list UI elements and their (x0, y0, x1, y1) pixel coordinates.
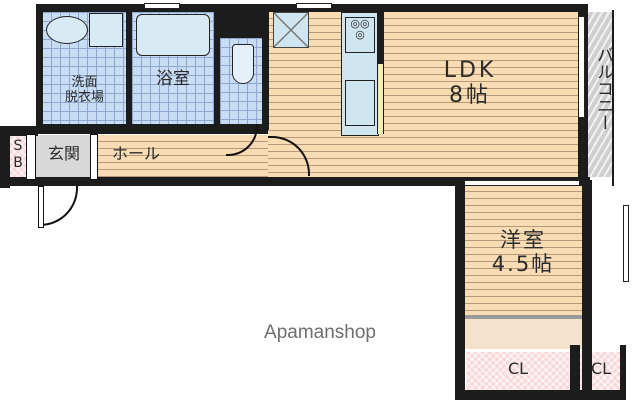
shoe-box (10, 135, 26, 177)
window-western-top (464, 180, 580, 186)
closet-1 (466, 352, 570, 390)
wall-sb-entrance (26, 134, 36, 180)
shoe-box-label: S B (13, 138, 23, 171)
entrance-door-swing (38, 186, 78, 226)
western-room-label: 洋室 4.5帖 (491, 228, 555, 277)
western-room-floor (464, 185, 582, 320)
window-western-right (623, 205, 629, 282)
balcony-floor (588, 12, 612, 177)
wall-top-right (262, 4, 588, 12)
wall-western-left (455, 180, 465, 400)
wall-left-outer (0, 126, 38, 136)
wall-bath-bottom (36, 124, 268, 134)
stove-icon: ◎◎◎ (345, 17, 375, 53)
closet-1-label: CL (507, 359, 529, 378)
wall-closet-divider (570, 345, 580, 395)
closet-2-label: CL (590, 359, 612, 378)
kitchen-light-strip (378, 64, 383, 134)
wall-western-right (582, 180, 592, 400)
window-ldk-top (296, 3, 332, 9)
washbasin-icon (46, 16, 88, 44)
bathroom-label: 浴室 (156, 69, 190, 89)
ldk-label: LDK 8帖 (443, 58, 497, 109)
wall-wash-bath (126, 10, 132, 126)
watermark: Apamanshop (264, 322, 376, 343)
window-ldk-balcony (578, 16, 585, 118)
wall-bottom-closet (455, 390, 625, 400)
entrance-floor (36, 135, 92, 177)
wall-toilet-ldk (262, 10, 269, 130)
entrance-label: 玄関 (47, 144, 80, 163)
fridge-space-icon (273, 12, 309, 48)
wall-bottom-hall (0, 177, 460, 186)
wall-toilet-top (214, 10, 264, 38)
ldk-floor (268, 12, 578, 177)
washing-machine-icon (89, 13, 123, 47)
window-bathroom (144, 3, 180, 9)
wall-left-sb (0, 126, 10, 188)
hall-label: ホール (111, 144, 160, 163)
wall-entrance-hall (90, 134, 98, 180)
bathtub-icon (136, 14, 210, 56)
wall-left-bath (36, 4, 43, 132)
wall-bath-toilet (214, 10, 220, 126)
washroom-label: 洗面 脱衣場 (64, 75, 104, 105)
wall-closet-right (620, 345, 626, 400)
balcony-label: バルコニー (593, 46, 613, 131)
wall-balcony-right (612, 10, 619, 186)
closet-rail-area (458, 315, 588, 349)
entrance-door-leaf (38, 186, 44, 228)
toilet-icon (232, 44, 254, 84)
sink-icon (345, 80, 375, 126)
